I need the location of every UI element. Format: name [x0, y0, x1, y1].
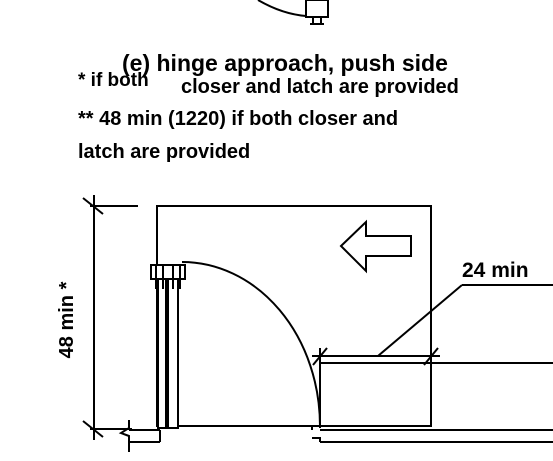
- wall-section: [118, 420, 553, 452]
- door-hinge-icon: [150, 264, 186, 289]
- door-swing-arc: [181, 261, 321, 427]
- dimension-48-min-label: 48 min *: [56, 281, 78, 358]
- door-leaf: [157, 267, 179, 429]
- latch-side-clearance-box: [319, 362, 553, 426]
- note-48-min-line2: latch are provided: [78, 141, 250, 163]
- dimension-24-min: [312, 284, 553, 366]
- top-door-hardware-fragment: [257, 0, 329, 25]
- caption-title: (e) hinge approach, push side: [122, 50, 448, 76]
- note-closer-latch: closer and latch are provided: [181, 76, 459, 98]
- dimension-48-min: [82, 195, 138, 440]
- note-48-min-line1: ** 48 min (1220) if both closer and: [78, 108, 398, 130]
- dimension-24-min-label: 24 min: [462, 259, 529, 282]
- push-direction-arrow: [339, 219, 412, 274]
- note-closer-latch-prefix: * if both: [78, 70, 149, 91]
